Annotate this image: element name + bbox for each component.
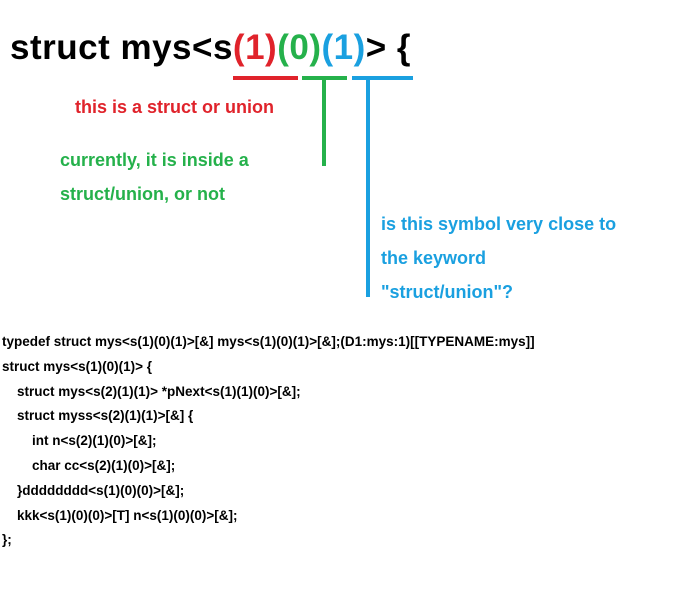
annotation-blue-line: "struct/union"? [381, 282, 514, 302]
code-line: struct mys<s(2)(1)(1)> *pNext<s(1)(1)(0)… [2, 383, 301, 399]
code-line: struct myss<s(2)(1)(1)>[&] { [2, 408, 194, 424]
annotation-blue-line: is this symbol very close to [381, 214, 617, 234]
heading-red-part: (1) [232, 28, 278, 67]
code-line: kkk<s(1)(0)(0)>[T] n<s(1)(0)(0)>[&]; [2, 507, 238, 523]
annotation-green-line: currently, it is inside a [60, 150, 249, 170]
annotation-green: currently, it is inside a struct/union, … [60, 143, 249, 211]
code-line: char cc<s(2)(1)(0)>[&]; [2, 457, 176, 473]
annotation-blue: is this symbol very close to the keyword… [381, 207, 616, 309]
code-line: typedef struct mys<s(1)(0)(1)>[&] mys<s(… [2, 334, 535, 349]
heading-prefix: struct mys<s [10, 28, 233, 67]
code-line: }dddddddd<s(1)(0)(0)>[&]; [2, 482, 185, 498]
annotation-red: this is a struct or union [75, 97, 275, 117]
annotation-green-line: struct/union, or not [60, 184, 225, 204]
heading-green-part: (0) [277, 28, 322, 67]
code-line: }; [2, 532, 12, 548]
annotation-blue-line: the keyword [381, 248, 487, 268]
heading-code: struct mys<s(1)(0)(1)> { [10, 28, 411, 68]
code-line: int n<s(2)(1)(0)>[&]; [2, 433, 157, 449]
code-block: typedef struct mys<s(1)(0)(1)>[&] mys<s(… [2, 330, 535, 553]
heading-suffix: > { [365, 28, 412, 67]
code-line: struct mys<s(1)(0)(1)> { [2, 358, 153, 374]
heading-blue-part: (1) [321, 28, 366, 67]
